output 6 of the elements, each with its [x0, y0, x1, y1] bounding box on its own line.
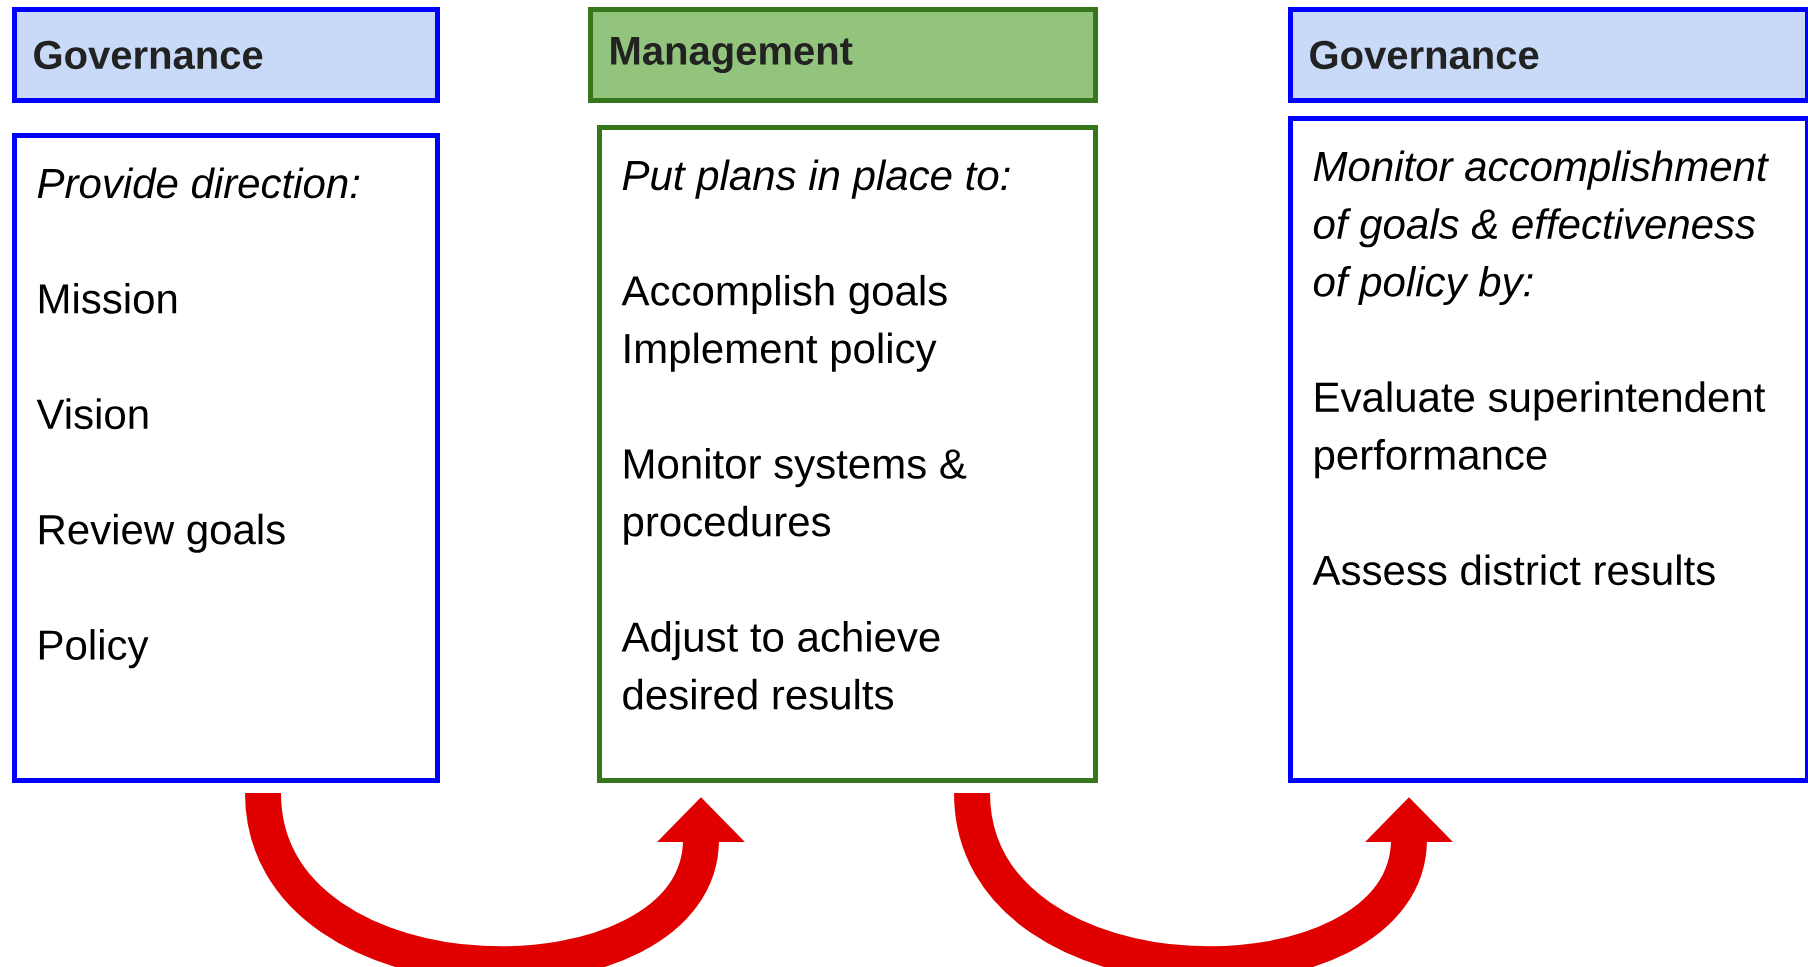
text-box: Put plans in place to: Accomplish goals Implement policy Monitor systems & procedures Adjust to achieve desired results [597, 125, 1098, 783]
text-box: Provide direction: Mission Vision Review goals Policy [12, 133, 440, 783]
header-box: Management [588, 7, 1098, 103]
header-box: Governance [12, 7, 440, 103]
text-box: Monitor accomplishment of goals & effectiveness of policy by: Evaluate superintendent performance Assess district results [1288, 116, 1808, 783]
header-box: Governance [1288, 7, 1808, 103]
